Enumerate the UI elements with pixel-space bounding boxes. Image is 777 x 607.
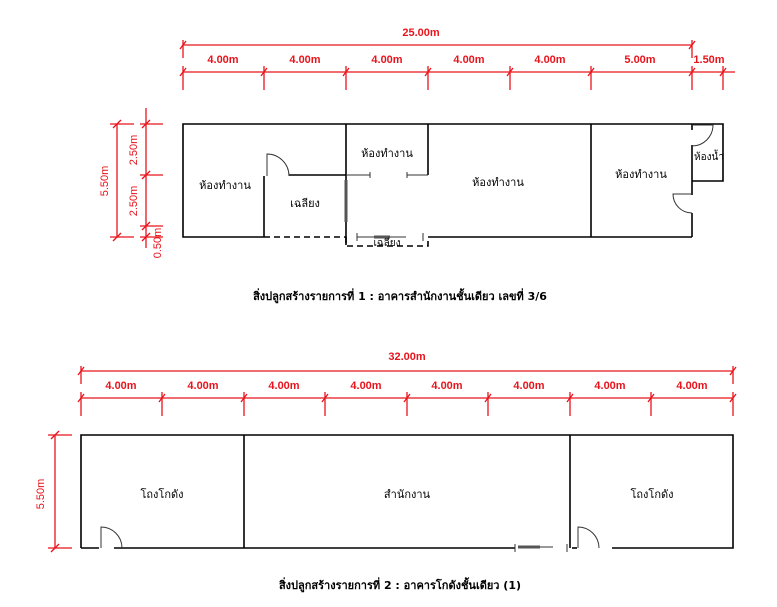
plan1-segment-5: 4.00m [534, 54, 565, 66]
plan1-segment-4: 4.00m [453, 54, 484, 66]
plan2-overall-width: 32.00m [388, 351, 426, 363]
plan2-segment-8: 4.00m [676, 380, 707, 392]
room-veranda: เฉลียง [290, 197, 320, 210]
plan1-segment-2: 4.00m [289, 54, 320, 66]
plan2-overall-depth: 5.50m [35, 479, 47, 510]
plan1-segment-6: 5.00m [624, 54, 655, 66]
room-office-top: ห้องทำงาน [361, 147, 413, 160]
plan2-segment-2: 4.00m [187, 380, 218, 392]
door-veranda [266, 153, 290, 177]
room-warehouse-left: โถงโกดัง [140, 487, 183, 501]
door-warehouse-right [577, 526, 600, 549]
door-office-right [672, 193, 693, 214]
plan1-segment-3: 4.00m [371, 54, 402, 66]
door-warehouse-left [100, 526, 123, 549]
plan1-depth-segment-3: 0.50m [152, 228, 164, 259]
plan1-walls [182, 123, 724, 247]
room-office-right: ห้องทำงาน [615, 168, 667, 181]
plan1-room-labels: ห้องทำงาน เฉลียง ห้องทำงาน ห้องทำงาน ห้อ… [199, 147, 724, 249]
room-office-left: ห้องทำงาน [199, 179, 251, 192]
plan2-dimensions: 32.00m 4.00m 4.00m 4.00m 4.00m 4.00m 4.0… [35, 351, 737, 553]
plan2-room-labels: โถงโกดัง สำนักงาน โถงโกดัง [140, 487, 673, 501]
room-bathroom: ห้องน้ำ [694, 149, 724, 163]
plan1-overall-width: 25.00m [402, 27, 440, 39]
plan1-segment-1: 4.00m [207, 54, 238, 66]
plan2-segment-3: 4.00m [268, 380, 299, 392]
plan1-depth-segment-1: 2.50m [128, 135, 140, 166]
plan1-caption: สิ่งปลูกสร้างรายการที่ 1 : อาคารสำนักงาน… [253, 288, 547, 304]
door-bathroom [691, 124, 714, 147]
plan1-overall-depth: 5.50m [99, 166, 111, 197]
plan1-depth-segment-2: 2.50m [128, 186, 140, 217]
plan2-walls [80, 434, 734, 552]
plan2-segment-1: 4.00m [105, 380, 136, 392]
room-porch: เฉลียง [373, 237, 400, 249]
room-office-middle: ห้องทำงาน [472, 176, 524, 189]
plan2-caption: สิ่งปลูกสร้างรายการที่ 2 : อาคารโกดังชั้… [279, 577, 521, 593]
room-office: สำนักงาน [384, 488, 431, 501]
plan1-segment-7: 1.50m [693, 54, 724, 66]
room-warehouse-right: โถงโกดัง [630, 487, 673, 501]
plan2-segment-5: 4.00m [431, 380, 462, 392]
plan2-segment-6: 4.00m [513, 380, 544, 392]
plan1-dimensions: 25.00m 4.00m 4.00m 4.00m 4.00m 4.00m 5.0… [99, 27, 735, 258]
plan2-segment-4: 4.00m [350, 380, 381, 392]
plan2-segment-7: 4.00m [594, 380, 625, 392]
